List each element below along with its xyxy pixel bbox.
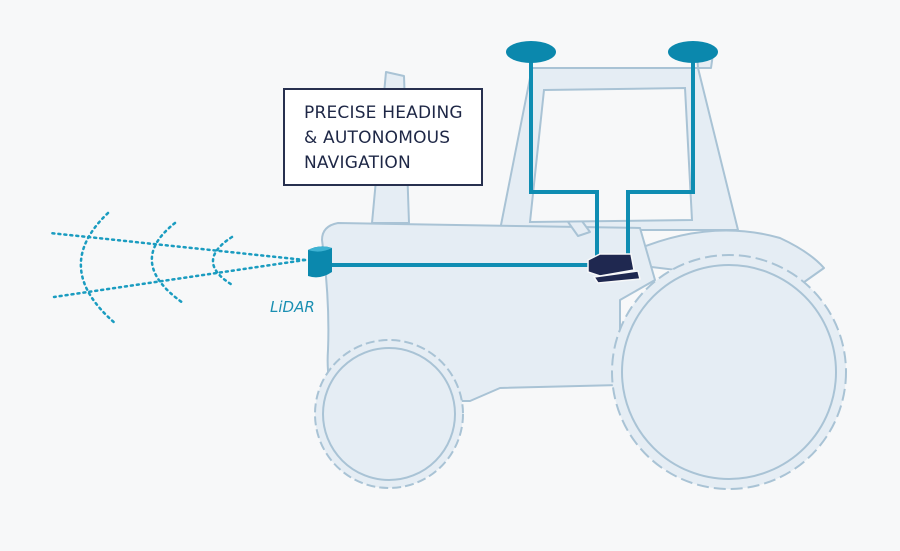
cable-right-antenna <box>626 56 695 256</box>
navigation-callout: PRECISE HEADING & AUTONOMOUS NAVIGATION <box>283 88 483 186</box>
cab-window <box>528 86 694 224</box>
navigation-receiver-icon <box>587 253 641 284</box>
gnss-antenna-icon <box>668 41 718 63</box>
rear-wheel <box>611 254 847 490</box>
gnss-antenna-icon <box>506 41 556 63</box>
callout-line-2: & AUTONOMOUS <box>304 128 451 148</box>
callout-line-3: NAVIGATION <box>304 153 411 173</box>
callout-line-1: PRECISE HEADING <box>304 103 463 123</box>
lidar-sensor-icon <box>308 246 332 278</box>
lidar-beams <box>48 211 307 326</box>
cable-left-antenna <box>529 56 599 256</box>
lidar-label: LiDAR <box>270 298 315 316</box>
front-wheel <box>314 339 464 489</box>
